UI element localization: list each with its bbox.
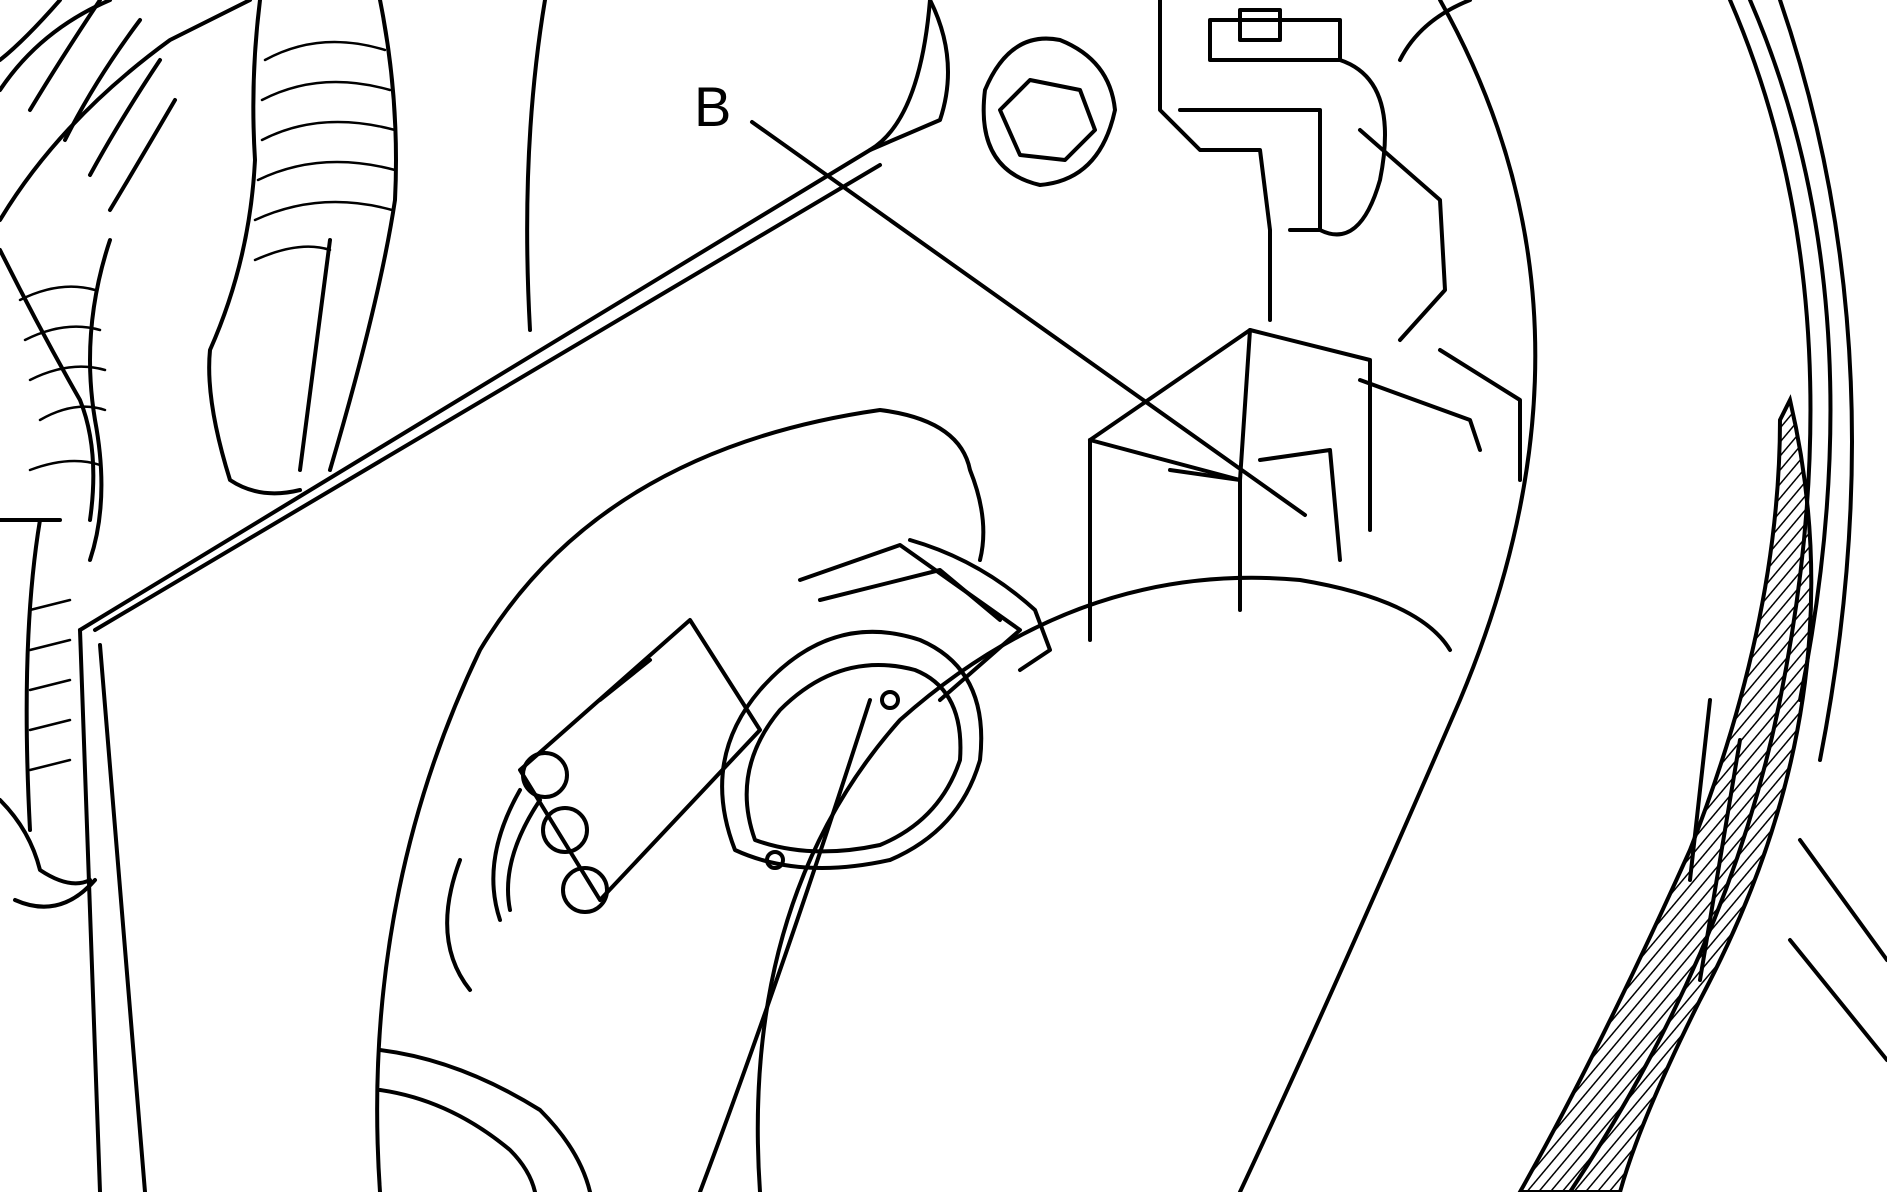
hose-clamp bbox=[720, 538, 1052, 870]
callout-b-leader bbox=[750, 120, 1307, 517]
callout-b: B bbox=[694, 75, 1307, 517]
electrical-plug bbox=[445, 618, 762, 992]
sensor-connector-top bbox=[1158, 0, 1472, 342]
upper-hose bbox=[207, 0, 547, 496]
intake-duct bbox=[375, 0, 1538, 1192]
wiring-loom-left bbox=[0, 0, 252, 909]
mounting-panel bbox=[78, 0, 950, 1192]
lower-duct bbox=[378, 1048, 592, 1192]
callout-label-b: B bbox=[694, 75, 731, 138]
hex-nut bbox=[981, 36, 1117, 187]
belt-shroud bbox=[1517, 0, 1887, 1192]
module-box bbox=[1088, 328, 1522, 642]
